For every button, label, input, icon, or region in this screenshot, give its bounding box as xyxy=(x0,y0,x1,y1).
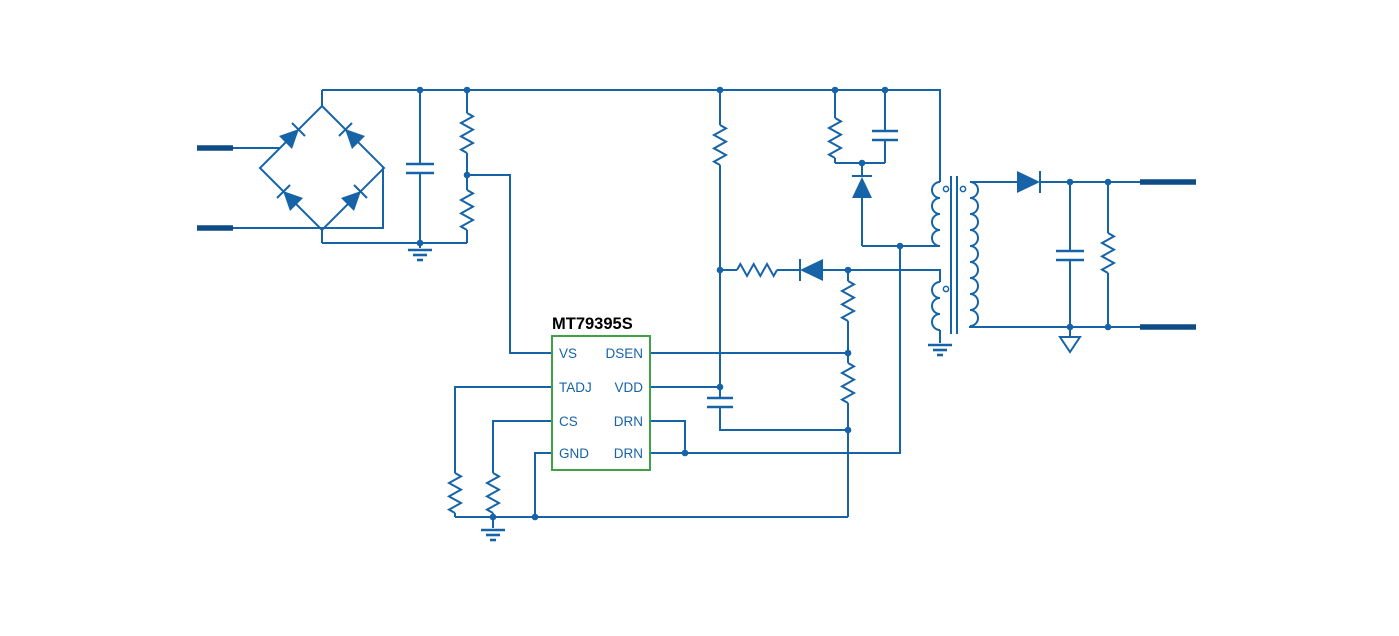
resistor-icon xyxy=(1101,232,1115,274)
phase-dot-icon xyxy=(942,285,950,293)
pin-label-dsen: DSEN xyxy=(605,346,643,361)
diode-icon xyxy=(852,177,872,198)
bridge-diode-icon xyxy=(345,129,365,149)
rcd-clamp xyxy=(828,90,940,247)
output-earth xyxy=(1058,327,1082,354)
resistor-icon xyxy=(460,189,474,231)
dsen-divider xyxy=(841,270,855,517)
secondary-winding xyxy=(969,181,979,327)
output-diode-icon xyxy=(1017,171,1040,193)
resistor-icon xyxy=(460,112,474,154)
earth-triangle-icon xyxy=(1058,336,1082,354)
ic-body xyxy=(551,335,651,471)
pin-label-cs: CS xyxy=(559,414,578,429)
resistor-icon xyxy=(448,472,462,514)
drain-network xyxy=(650,246,901,454)
pin-label-vs: VS xyxy=(559,346,577,361)
junction-dots xyxy=(416,86,1112,521)
secondary-output xyxy=(969,171,1140,328)
pin-label-vdd: VDD xyxy=(614,380,643,395)
vdd-capacitor xyxy=(650,386,848,431)
bridge-diode-icon xyxy=(341,191,361,211)
resistor-icon xyxy=(841,280,855,322)
aux-winding xyxy=(931,281,941,331)
startup-resistor xyxy=(713,90,727,387)
transformer xyxy=(931,176,979,334)
bridge-rectifier xyxy=(258,90,386,243)
diode-icon xyxy=(800,259,823,281)
signal-ground xyxy=(481,517,505,542)
aux-ground xyxy=(928,330,952,357)
dc-bus-rails xyxy=(322,89,941,244)
bulk-capacitor xyxy=(406,90,434,243)
resistor-icon xyxy=(736,263,778,277)
ic-mt79395s: MT79395S VS TADJ CS GND DSEN VDD DRN DRN xyxy=(551,315,651,471)
ic-title: MT79395S xyxy=(552,315,633,333)
vdd-charge-path xyxy=(720,259,941,282)
pin-label-drn2: DRN xyxy=(614,446,643,461)
pin-label-drn1: DRN xyxy=(614,414,643,429)
bridge-diode-icon xyxy=(279,129,299,149)
primary-winding xyxy=(931,181,941,247)
pin-label-gnd: GND xyxy=(559,446,589,461)
phase-dot-icon xyxy=(959,185,967,193)
ground-bus xyxy=(455,452,848,518)
vs-sense-divider xyxy=(460,90,552,354)
output-terminals xyxy=(1140,179,1196,330)
resistor-icon xyxy=(841,362,855,404)
phase-dot-icon xyxy=(942,185,950,193)
pin-label-tadj: TADJ xyxy=(559,380,592,395)
resistor-icon xyxy=(828,117,842,159)
resistor-icon xyxy=(486,472,500,514)
resistor-icon xyxy=(713,124,727,166)
bridge-diode-icon xyxy=(283,191,303,211)
cs-network xyxy=(486,420,552,517)
